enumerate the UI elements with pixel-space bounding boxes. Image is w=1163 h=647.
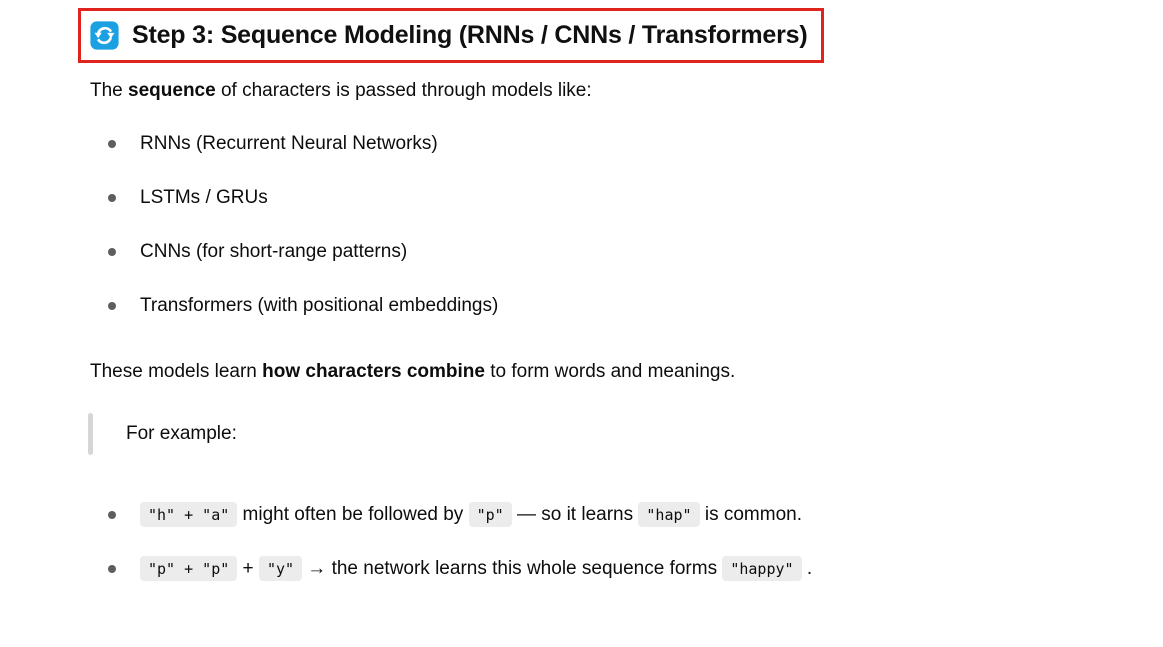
text-segment: — so it learns	[511, 504, 639, 525]
bullet-icon	[108, 565, 116, 573]
list-item: Transformers (with positional embeddings…	[90, 292, 498, 319]
text-segment: of characters is passed through models l…	[215, 80, 592, 101]
example-item-text: "p" + "p" + "y" → the network learns thi…	[140, 556, 813, 581]
inline-code: "h" + "a"	[140, 502, 238, 527]
text-segment: → the network learns this whole sequence…	[302, 558, 723, 579]
list-item-text: CNNs (for short-range patterns)	[140, 240, 408, 262]
text-segment: +	[237, 558, 259, 579]
bold-text: how characters combine	[262, 361, 485, 382]
bullet-icon	[108, 193, 116, 202]
list-item-text: RNNs (Recurrent Neural Networks)	[140, 132, 438, 154]
blockquote-text: For example:	[126, 423, 237, 444]
inline-code: "p" + "p"	[140, 556, 238, 581]
text-segment: These models learn	[90, 361, 263, 382]
text-segment: might often be followed by	[237, 504, 469, 525]
example-item: "h" + "a" might often be followed by "p"…	[90, 500, 812, 530]
list-item-text: LSTMs / GRUs	[140, 186, 268, 208]
blockquote-bar	[88, 413, 93, 455]
counterclockwise-arrows-icon	[90, 21, 119, 50]
example-list: "h" + "a" might often be followed by "p"…	[90, 500, 812, 608]
example-item: "p" + "p" + "y" → the network learns thi…	[90, 554, 812, 584]
bullet-icon	[108, 511, 116, 519]
step-heading: Step 3: Sequence Modeling (RNNs / CNNs /…	[132, 21, 808, 49]
model-list: RNNs (Recurrent Neural Networks) LSTMs /…	[90, 130, 498, 346]
bullet-icon	[108, 139, 116, 148]
text-segment: to form words and meanings.	[484, 361, 736, 382]
list-item: LSTMs / GRUs	[90, 184, 498, 211]
list-item: CNNs (for short-range patterns)	[90, 238, 498, 265]
inline-code: "y"	[258, 556, 303, 581]
list-item-text: Transformers (with positional embeddings…	[140, 294, 499, 316]
inline-code: "happy"	[722, 556, 802, 581]
list-item: RNNs (Recurrent Neural Networks)	[90, 130, 498, 157]
bullet-icon	[108, 247, 116, 256]
bold-text: sequence	[128, 80, 216, 101]
text-segment: The	[90, 80, 129, 101]
bullet-icon	[108, 301, 116, 310]
text-segment: .	[801, 558, 813, 579]
inline-code: "p"	[468, 502, 512, 527]
intro-paragraph: The sequence of characters is passed thr…	[90, 77, 592, 104]
inline-code: "hap"	[638, 502, 700, 527]
annotation-highlight-box: Step 3: Sequence Modeling (RNNs / CNNs /…	[78, 8, 825, 63]
example-blockquote: For example:	[88, 413, 237, 455]
summary-paragraph: These models learn how characters combin…	[90, 358, 735, 385]
example-item-text: "h" + "a" might often be followed by "p"…	[140, 502, 802, 527]
text-segment: is common.	[699, 504, 802, 525]
